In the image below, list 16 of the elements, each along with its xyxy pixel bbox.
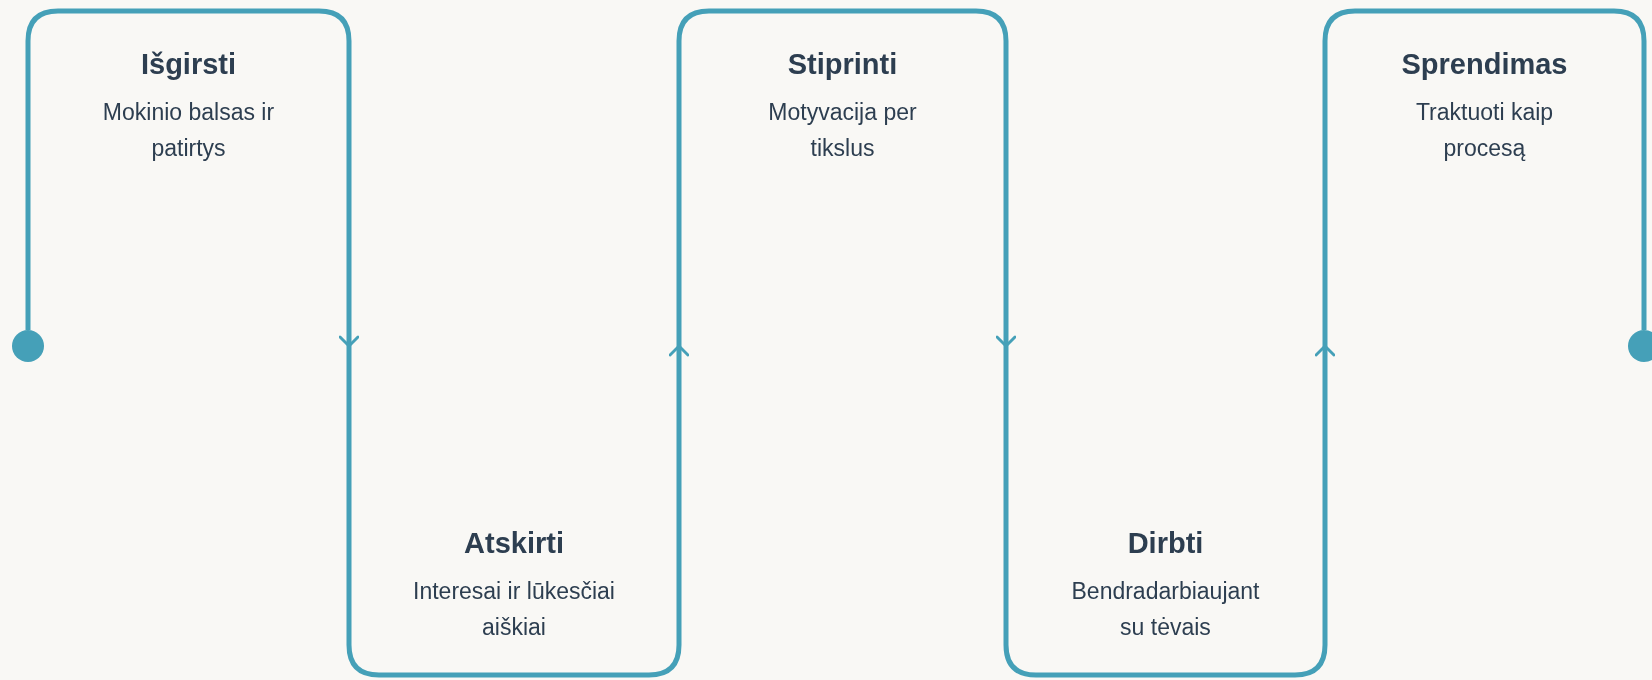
arrow <box>995 322 1017 370</box>
connector-line <box>1641 322 1647 330</box>
step-title: Dirbti <box>1127 525 1204 561</box>
arrow <box>668 322 690 370</box>
step-title: Išgirsti <box>140 47 237 82</box>
step-title: Atskirti <box>464 525 564 561</box>
connector-line <box>25 322 31 330</box>
step-description: Interesai ir lūkesčiai aiškiai <box>412 577 616 642</box>
step-title: Stiprinti <box>787 47 898 82</box>
step-title: Sprendimas <box>1401 47 1568 82</box>
step-description: Mokinio balsas ir patirtys <box>101 98 276 164</box>
arrow <box>1314 322 1336 370</box>
step-description: Traktuoti kaip procesą <box>1414 98 1555 164</box>
step-description: Bendradarbiaujant su tėvais <box>1070 577 1261 642</box>
arrow <box>338 322 360 370</box>
step-description: Motyvacija per tikslus <box>767 98 918 164</box>
